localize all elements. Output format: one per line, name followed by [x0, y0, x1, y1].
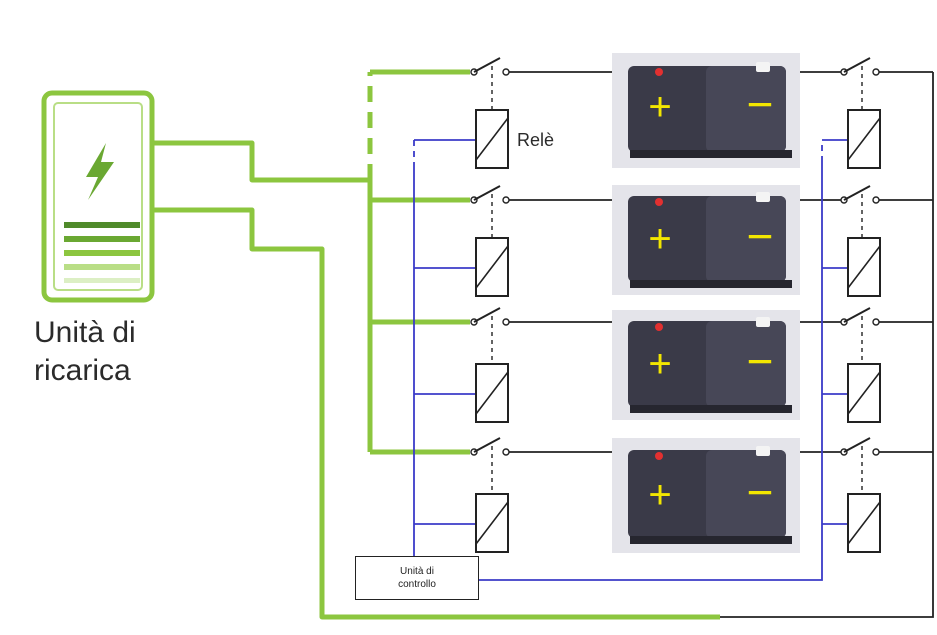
battery-minus: − [747, 210, 774, 262]
battery: + − [612, 438, 800, 553]
charger-unit [41, 90, 155, 303]
battery-plus: + [648, 342, 671, 386]
battery: + − [612, 53, 800, 168]
relay [470, 57, 510, 169]
control-unit-line1: Unità di [400, 566, 434, 577]
control-unit-line2: controllo [398, 579, 436, 590]
charge-wires [152, 69, 720, 620]
relay [470, 437, 510, 553]
relay [470, 307, 510, 423]
charger-label: Unità di ricarica [34, 314, 136, 390]
battery-plus: + [648, 473, 671, 517]
lightning-bolt-icon [86, 143, 114, 200]
relays-left [470, 57, 510, 553]
charger-label-line1: Unità di [34, 316, 136, 349]
batteries: + − + − + − [612, 53, 800, 553]
relay [840, 185, 881, 297]
control-unit-box: Unità di controllo [355, 556, 479, 600]
relay [840, 437, 881, 553]
battery-plus: + [648, 217, 671, 261]
battery-minus: − [747, 78, 774, 130]
battery-minus: − [747, 466, 774, 518]
relay [840, 307, 881, 423]
control-wires [413, 139, 848, 581]
relay [840, 57, 881, 169]
relay-label: Relè [517, 130, 555, 150]
relay [470, 185, 510, 297]
battery-minus: − [747, 335, 774, 387]
relays-right [840, 57, 881, 553]
charger-label-line2: ricarica [34, 354, 131, 387]
battery-plus: + [648, 85, 671, 129]
battery: + − [612, 310, 800, 420]
load-wires [508, 71, 934, 618]
battery: + − [612, 185, 800, 295]
charge-level-bars [64, 222, 140, 283]
